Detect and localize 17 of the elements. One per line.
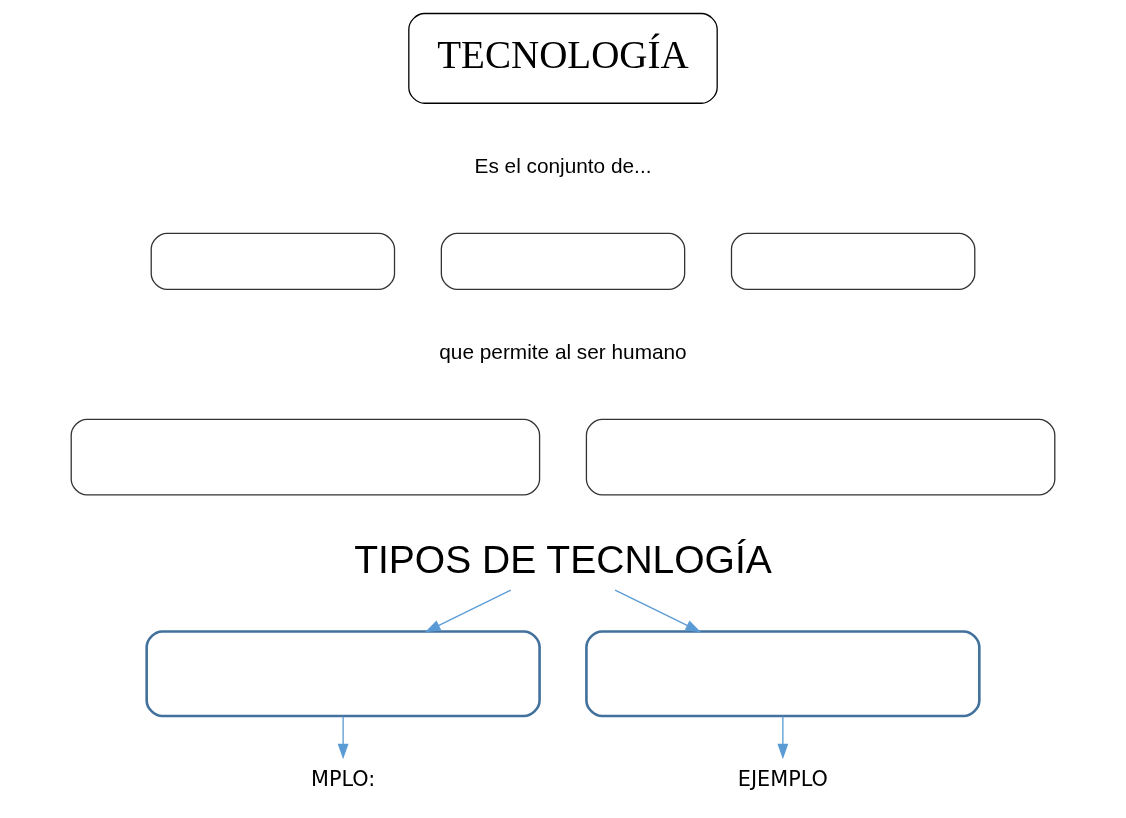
node-text: MPLO: xyxy=(310,767,376,792)
node-box xyxy=(70,418,541,496)
arrow xyxy=(424,589,512,633)
node-box xyxy=(585,418,1056,496)
node-text: EJEMPLO xyxy=(737,767,828,792)
node-box xyxy=(585,630,981,718)
node-box xyxy=(730,232,976,290)
arrow xyxy=(337,715,349,760)
node-box xyxy=(440,232,686,290)
node-box xyxy=(145,630,541,718)
arrow xyxy=(777,715,789,760)
label: que permite al ser humano xyxy=(439,340,687,364)
node-text: TIPOS DE TECNLOGÍA xyxy=(354,537,772,581)
node-box xyxy=(150,232,396,290)
node-box: TECNOLOGÍA xyxy=(408,12,718,104)
arrow xyxy=(614,589,702,633)
label: Es el conjunto de... xyxy=(474,154,652,178)
